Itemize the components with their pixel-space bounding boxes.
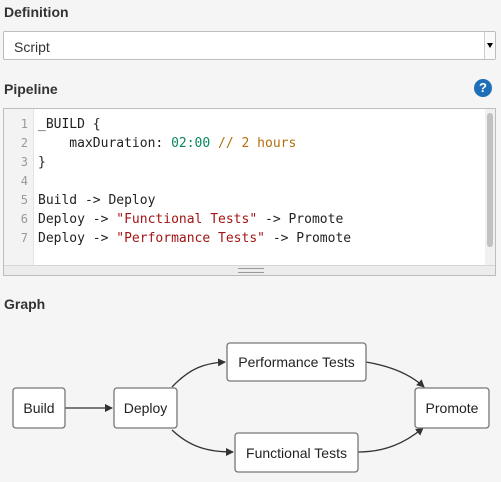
editor-vertical-scrollbar[interactable]	[485, 109, 495, 266]
code-line[interactable]: 3}	[4, 153, 486, 172]
code-token: -> Promote	[257, 212, 344, 227]
node-functional-tests[interactable]: Functional Tests	[234, 432, 359, 473]
code-token: "Functional Tests"	[116, 212, 258, 227]
line-code: Deploy -> "Functional Tests" -> Promote	[38, 210, 343, 229]
code-line[interactable]: 4	[4, 172, 486, 191]
code-line[interactable]: 7 Deploy -> "Performance Tests" -> Promot…	[4, 229, 486, 248]
edge-functional-promote	[357, 427, 424, 453]
pipeline-graph: Build Deploy Performance Tests Functiona…	[12, 342, 490, 473]
code-token: Build -> Deploy	[38, 193, 156, 208]
pipeline-title: Pipeline	[4, 81, 58, 97]
graph-edges	[65, 358, 425, 456]
editor-resize-bar[interactable]	[4, 265, 495, 275]
line-code: Build -> Deploy	[38, 191, 155, 210]
line-number: 4	[20, 174, 28, 188]
line-number: 7	[20, 231, 28, 245]
node-performance-tests-label: Performance Tests	[238, 354, 354, 370]
edge-deploy-functional	[171, 429, 234, 456]
line-code: _BUILD {	[38, 115, 101, 134]
edge-deploy-performance	[171, 358, 226, 388]
node-build[interactable]: Build	[12, 387, 66, 429]
node-deploy[interactable]: Deploy	[113, 387, 178, 429]
line-code: Deploy -> "Performance Tests" -> Promote	[38, 229, 351, 248]
scrollbar-thumb[interactable]	[487, 113, 493, 247]
definition-title: Definition	[4, 4, 69, 20]
line-number: 6	[20, 212, 28, 226]
graph-title: Graph	[4, 296, 46, 312]
line-number: 1	[20, 117, 28, 131]
line-number: 5	[20, 193, 28, 207]
pipeline-code-editor[interactable]: 1 _BUILD { 2 maxDuration: 02:00 // 2 hours…	[3, 108, 496, 276]
line-number: 3	[20, 155, 28, 169]
code-line[interactable]: 2 maxDuration: 02:00 // 2 hours	[4, 134, 486, 153]
line-number-gutter	[4, 109, 34, 266]
node-performance-tests[interactable]: Performance Tests	[226, 342, 367, 382]
code-line[interactable]: 1 _BUILD {	[4, 115, 486, 134]
help-icon[interactable]: ?	[474, 79, 492, 97]
definition-select[interactable]: Script	[3, 31, 496, 60]
code-token: "Performance Tests"	[116, 231, 265, 246]
definition-select-value: Script	[14, 39, 50, 55]
node-promote[interactable]: Promote	[414, 387, 490, 429]
code-token: 02:00	[171, 136, 211, 151]
code-token: _BUILD {	[38, 117, 101, 132]
node-deploy-label: Deploy	[124, 400, 168, 416]
line-number: 2	[20, 136, 28, 150]
node-build-label: Build	[23, 400, 54, 416]
chevron-down-icon[interactable]	[484, 32, 495, 59]
code-token: Deploy ->	[38, 231, 117, 246]
code-token: // 2 hours	[210, 136, 297, 151]
node-functional-tests-label: Functional Tests	[246, 445, 347, 461]
code-token: maxDuration:	[38, 136, 172, 151]
edge-performance-promote	[365, 361, 425, 388]
code-line[interactable]: 5 Build -> Deploy	[4, 191, 486, 210]
line-code: }	[38, 153, 46, 172]
code-line[interactable]: 6 Deploy -> "Functional Tests" -> Promote	[4, 210, 486, 229]
node-promote-label: Promote	[426, 400, 479, 416]
line-code: maxDuration: 02:00 // 2 hours	[38, 134, 296, 153]
code-token: }	[38, 155, 46, 170]
code-token: -> Promote	[265, 231, 352, 246]
resize-handle-icon[interactable]	[238, 268, 264, 273]
code-token: Deploy ->	[38, 212, 117, 227]
